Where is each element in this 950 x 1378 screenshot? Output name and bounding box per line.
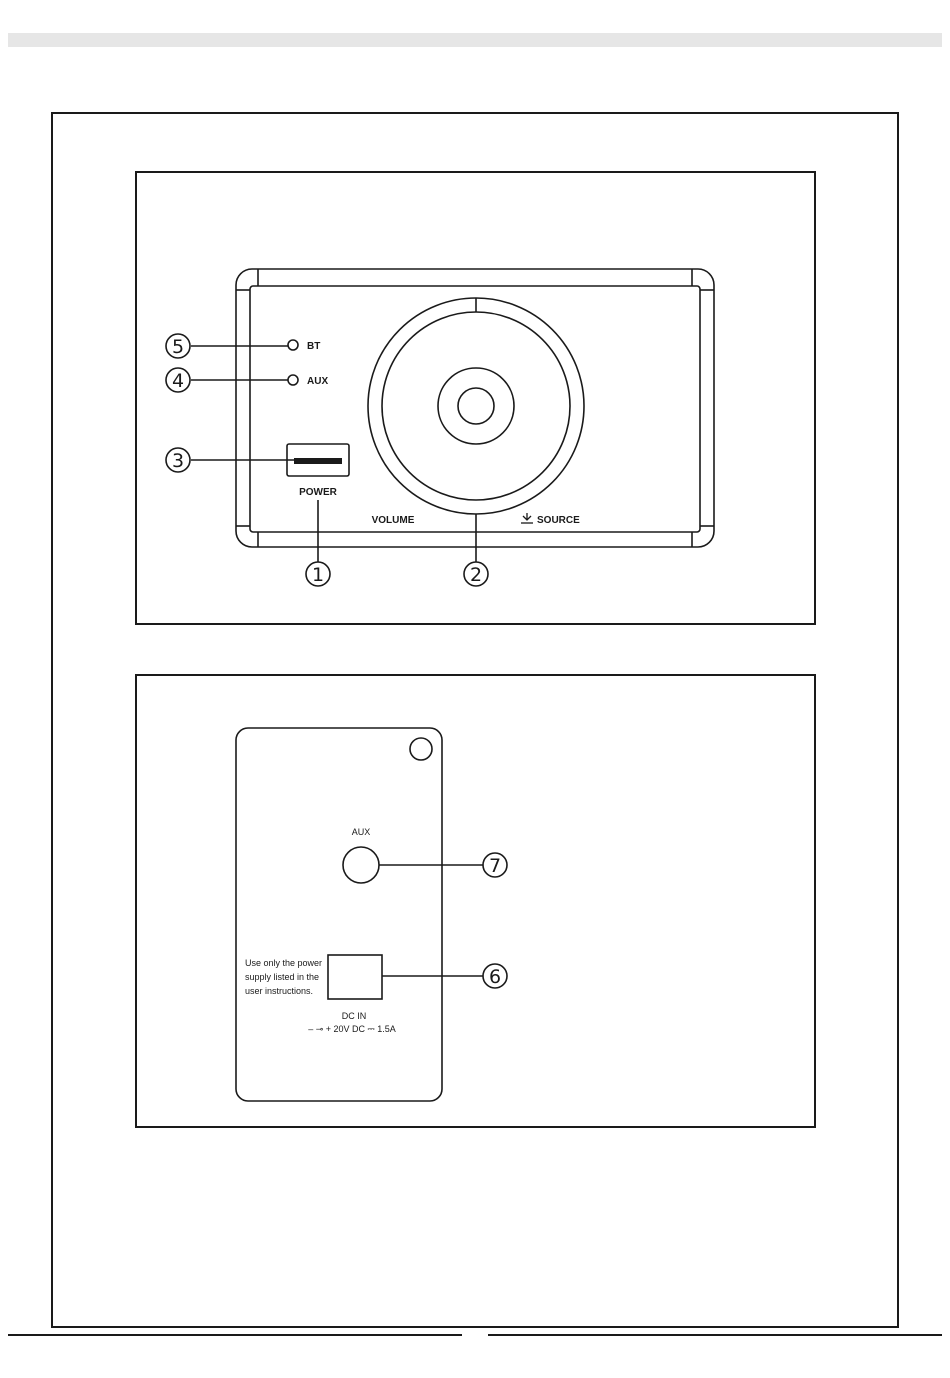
rear-aux-label: AUX	[352, 827, 371, 837]
callout-3-number: 3	[172, 450, 184, 472]
dc-in-label: DC IN	[342, 1011, 367, 1021]
volume-knob	[368, 298, 584, 514]
callout-5-number: 5	[172, 336, 184, 358]
speaker-front-housing	[236, 269, 714, 547]
power-button-drawing	[287, 444, 349, 476]
source-label: SOURCE	[537, 515, 580, 526]
callout-2-number: 2	[470, 564, 482, 586]
dc-rating-label: – ⊸ + 20V DC ⎓ 1.5A	[308, 1024, 396, 1034]
bt-label: BT	[307, 341, 320, 352]
source-arrow-icon	[521, 513, 533, 523]
callout-4-number: 4	[172, 370, 184, 392]
dc-in-socket	[328, 955, 382, 999]
warning-line-3: user instructions.	[245, 986, 313, 996]
power-label: POWER	[299, 487, 338, 498]
speaker-rear-plate	[236, 728, 442, 1101]
screw-hole	[410, 738, 432, 760]
bt-led-indicator	[288, 340, 298, 350]
volume-label: VOLUME	[372, 515, 415, 526]
callout-7-number: 7	[489, 855, 501, 877]
warning-line-1: Use only the power	[245, 958, 322, 968]
warning-line-2: supply listed in the	[245, 972, 319, 982]
callout-6-number: 6	[489, 966, 501, 988]
aux-led-label: AUX	[307, 376, 328, 387]
aux-input-jack	[343, 847, 379, 883]
callout-1-number: 1	[312, 564, 324, 586]
aux-led-indicator	[288, 375, 298, 385]
